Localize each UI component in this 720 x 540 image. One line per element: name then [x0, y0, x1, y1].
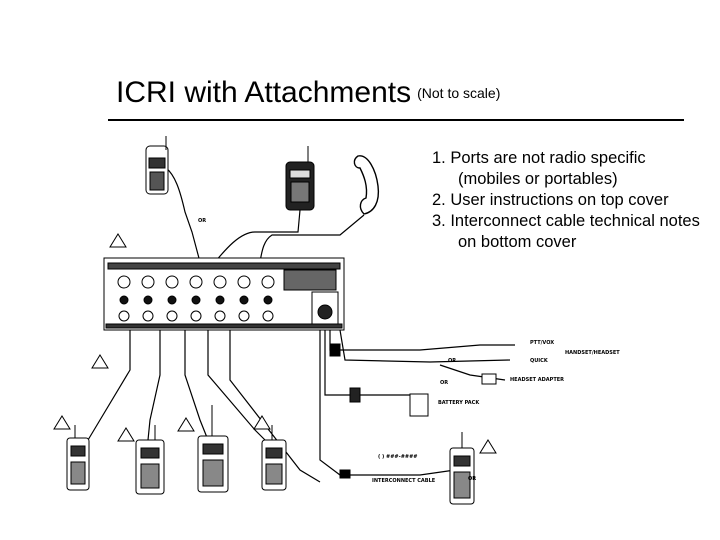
warning-icon — [177, 417, 195, 432]
cable-quick — [339, 329, 511, 363]
cable-radio-1 — [84, 330, 131, 446]
note-item-3: 3. Interconnect cable technical notes on… — [432, 212, 700, 251]
label-or: OR — [440, 380, 448, 386]
warning-icons — [53, 233, 497, 454]
radio-3 — [197, 405, 229, 493]
warning-icon — [53, 415, 71, 430]
cable-handset — [259, 214, 365, 263]
warning-icon — [479, 439, 497, 454]
cable-headset-adapter — [324, 330, 350, 396]
radio-1 — [66, 425, 90, 491]
battery-pack — [409, 393, 429, 417]
note-item-2: 2. User instructions on top cover — [432, 191, 669, 209]
label-handset-headset: HANDSET/HEADSET — [565, 350, 620, 356]
warning-icon — [109, 233, 127, 248]
label-phone-number: ( ) ###-#### — [378, 454, 417, 460]
cable-connector — [339, 469, 351, 479]
label-quick: QUICK — [530, 358, 549, 364]
cable-satphone — [214, 209, 301, 263]
cable-radio-3 — [184, 330, 209, 441]
label-interconnect-cable: INTERCONNECT CABLE — [372, 478, 436, 484]
icri-main-unit — [103, 257, 345, 331]
title-subtitle: (Not to scale) — [417, 85, 501, 101]
cable-radio-4 — [207, 330, 271, 446]
cable-ptt — [329, 330, 515, 351]
cell-phone-device — [145, 136, 169, 195]
ptt-switch — [481, 373, 497, 385]
notes-list: 1. Ports are not radio specific (mobiles… — [432, 148, 712, 253]
radio-2 — [135, 425, 165, 495]
sat-phone-device — [285, 146, 315, 211]
label-or: OR — [468, 476, 476, 482]
title-underline — [108, 119, 684, 121]
headset-plug — [329, 343, 341, 357]
slide-title: ICRI with Attachments (Not to scale) — [116, 76, 500, 110]
radio-5 — [449, 432, 475, 505]
label-ptt-vox: PTT/VOX — [530, 340, 554, 346]
cable-radio-2 — [147, 330, 161, 441]
warning-icon — [117, 427, 135, 442]
label-battery-pack: BATTERY PACK — [438, 400, 480, 406]
warning-icon — [253, 415, 271, 430]
warning-icon — [91, 354, 109, 369]
portable-radios — [66, 405, 475, 505]
handset-device — [353, 155, 380, 215]
cable-cellphone — [165, 167, 201, 263]
note-item-1: 1. Ports are not radio specific (mobiles… — [432, 149, 646, 188]
label-headset-adapter: HEADSET ADAPTER — [510, 377, 564, 383]
label-or: OR — [448, 358, 456, 364]
accessories — [329, 343, 497, 479]
radio-4 — [261, 425, 287, 491]
title-text: ICRI with Attachments — [116, 76, 412, 109]
label-or: OR — [198, 218, 206, 224]
adapter-box — [349, 387, 361, 403]
